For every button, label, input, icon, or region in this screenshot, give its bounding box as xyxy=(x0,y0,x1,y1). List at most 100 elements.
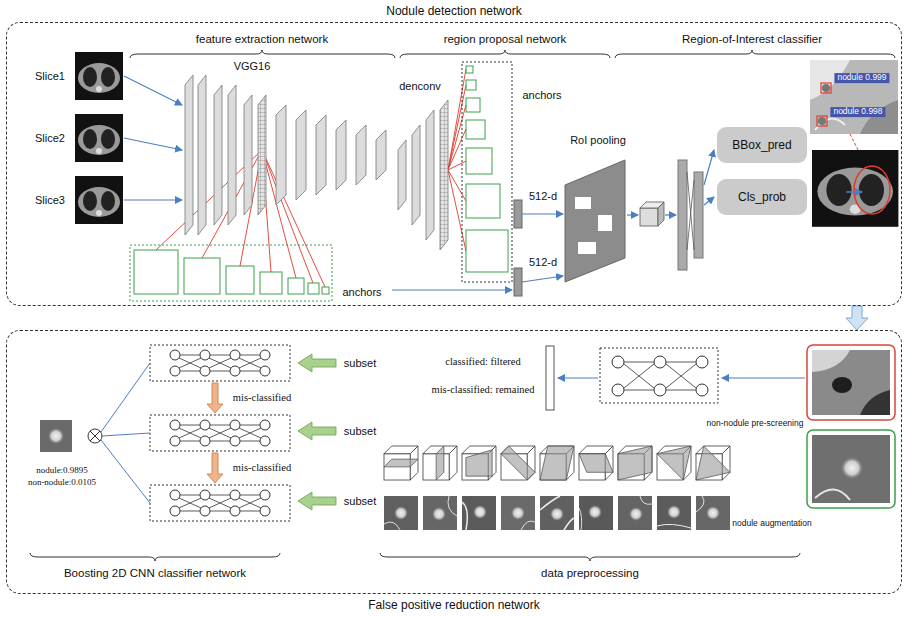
feature-vector xyxy=(514,200,522,296)
annotation-label: non-nodule pre-screening xyxy=(707,419,804,429)
anchor-box xyxy=(466,120,485,139)
prescreen-network xyxy=(612,384,624,396)
detection-result xyxy=(812,150,898,227)
ensemble-output xyxy=(48,428,64,444)
annotation-label: subset xyxy=(344,495,376,508)
detection-result xyxy=(860,100,898,134)
fc-layer xyxy=(678,160,687,270)
roi-pooling-plane xyxy=(565,160,625,282)
augmented-patch xyxy=(618,496,652,530)
annotation-label: RoI pooling xyxy=(570,134,626,147)
augmented-patch xyxy=(384,496,730,530)
anchor-box xyxy=(322,287,329,294)
augmentation-cube xyxy=(501,446,535,480)
section-brace xyxy=(30,553,280,561)
candidate-patch xyxy=(812,350,850,372)
flow-arrow xyxy=(627,214,638,215)
anchor-box xyxy=(130,245,332,301)
augmented-patch xyxy=(540,496,574,530)
anchor-line xyxy=(448,170,466,201)
prescreen-network xyxy=(558,377,598,378)
vgg-layer xyxy=(398,140,406,210)
augmented-patch xyxy=(667,505,681,519)
prescreen-network xyxy=(600,348,718,403)
anchor-line xyxy=(448,105,466,170)
detection-tag: nodule 0.999 xyxy=(834,73,889,83)
anchor-box xyxy=(466,98,480,112)
augmentation-cube xyxy=(540,446,574,480)
augmented-patch xyxy=(501,496,535,530)
annotation-label: Boosting 2D CNN classifier network xyxy=(64,567,246,580)
augmented-patch xyxy=(384,522,400,530)
augmentation-cube xyxy=(618,446,652,480)
roi-pooling-plane xyxy=(598,215,612,231)
ct-slice xyxy=(75,176,123,224)
pooled-cube xyxy=(640,208,658,226)
augmentation-cube xyxy=(696,446,730,480)
annotation-label: 512-d xyxy=(529,190,557,203)
augmentation-cube xyxy=(462,446,496,480)
augmented-patch xyxy=(540,496,574,530)
augmentation-cube xyxy=(657,446,691,480)
annotation-label: region proposal network xyxy=(444,33,567,46)
candidate-patch xyxy=(860,390,890,415)
box-label: Cls_prob xyxy=(738,190,786,204)
prescreen-network xyxy=(696,384,708,396)
region-heading: Nodule detection network xyxy=(7,4,901,18)
region-heading: False positive reduction network xyxy=(7,598,901,612)
candidate-patch xyxy=(832,377,852,393)
ct-slice xyxy=(75,52,123,224)
flow-arrow xyxy=(522,276,563,282)
augmented-patch xyxy=(629,507,643,521)
augmented-patch xyxy=(384,496,418,530)
augmentation-cube xyxy=(618,446,652,480)
detection-result xyxy=(822,84,830,92)
augmentation-cube xyxy=(501,446,535,480)
subset-arrow xyxy=(298,422,336,440)
annotation-label: Slice2 xyxy=(35,132,65,145)
detection-result xyxy=(810,60,898,134)
augmented-patch xyxy=(579,508,582,530)
input-arrow xyxy=(124,199,182,200)
pooled-cube xyxy=(658,202,664,226)
augmented-patch xyxy=(501,496,535,530)
subset-arrow xyxy=(298,354,336,372)
prescreen-network xyxy=(654,384,666,396)
augmented-patch xyxy=(579,496,613,530)
annotation-label: subset xyxy=(344,357,376,370)
anchor-box xyxy=(260,272,282,294)
output-box: BBox_pred xyxy=(717,127,807,163)
vgg-layer xyxy=(228,85,236,225)
augmentation-cube xyxy=(540,446,574,480)
augmentation-cube xyxy=(466,450,492,476)
anchor-box xyxy=(288,278,304,294)
flow-arrow xyxy=(522,213,563,214)
flow-arrow xyxy=(704,150,714,185)
prescreen-network xyxy=(654,356,666,368)
annotation-label: VGG16 xyxy=(234,60,271,73)
vgg-layer xyxy=(244,95,252,215)
detection-tag: nodule 0.998 xyxy=(830,107,885,117)
augmentation-cube xyxy=(501,446,535,480)
fc-layer xyxy=(678,160,703,270)
roi-pooling-plane xyxy=(575,197,591,209)
feature-vector xyxy=(514,268,522,296)
augmentation-cube xyxy=(436,446,444,480)
section-brace xyxy=(400,50,610,58)
candidate-patch xyxy=(807,345,895,508)
vgg-layer xyxy=(198,75,206,235)
anchor-box xyxy=(462,62,512,282)
augmented-patch xyxy=(640,496,652,504)
augmentation-cube xyxy=(384,446,418,480)
augmented-patch xyxy=(448,496,457,516)
ct-slice xyxy=(75,114,123,162)
annotation-label: subset xyxy=(344,425,376,438)
augmentation-cube xyxy=(696,446,730,480)
ensemble-output xyxy=(101,440,150,503)
vgg-layer xyxy=(336,120,346,190)
vgg-layer xyxy=(356,125,366,185)
annotation-label: classified: filtered xyxy=(445,356,521,368)
vgg-layer xyxy=(316,115,326,195)
augmented-patch xyxy=(657,524,691,528)
augmented-patch xyxy=(550,507,564,521)
